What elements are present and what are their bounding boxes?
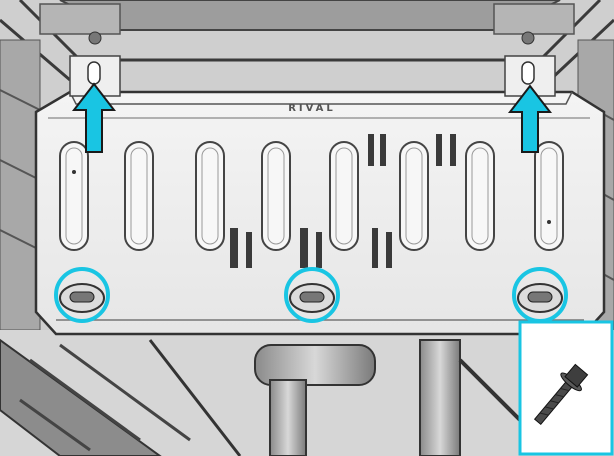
- bolt-holes: [59, 283, 563, 313]
- lift-arrows: [71, 82, 553, 153]
- center-bolt-highlight: [284, 267, 340, 323]
- left-lift-arrow: [71, 82, 117, 153]
- skid-plate: RIVAL: [34, 55, 606, 336]
- hardware-inset: [518, 320, 614, 456]
- vent-slots: [59, 141, 564, 251]
- bolt-icon: [533, 363, 589, 425]
- left-bolt-highlight: [54, 267, 110, 323]
- brand-label: RIVAL: [288, 103, 336, 114]
- through-openings: [230, 134, 456, 268]
- right-lift-arrow: [507, 84, 553, 153]
- bolt-highlights: [54, 267, 568, 323]
